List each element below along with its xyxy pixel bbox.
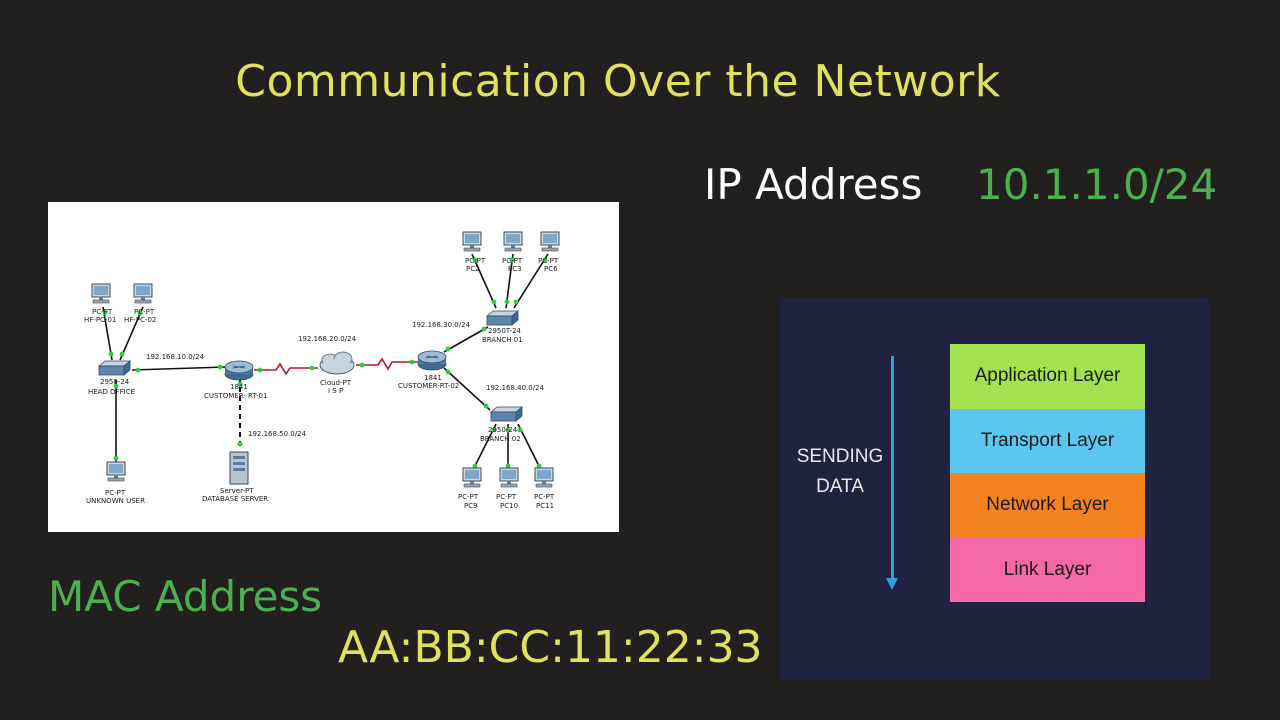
- switch-icon: [486, 310, 519, 326]
- head-office-switch-label: HEAD OFFICE: [88, 388, 135, 396]
- isp-network-label: 192.168.20.0/24: [298, 335, 357, 343]
- application-layer: Application Layer: [950, 344, 1145, 409]
- pc-icon: [534, 467, 554, 488]
- pc11-label: PC11: [536, 502, 554, 510]
- transport-layer: Transport Layer: [950, 408, 1145, 473]
- head-office-switch-model: 2950-24: [100, 378, 130, 386]
- server-type: Server-PT: [220, 487, 254, 495]
- cloud-label: I S P: [328, 387, 343, 395]
- unknown-user-type: PC-PT: [105, 489, 126, 497]
- network-layers-panel: SENDING DATA Application Layer Transport…: [780, 298, 1209, 680]
- page-title: Communication Over the Network: [235, 56, 1001, 107]
- switch-icon: [490, 406, 523, 422]
- mac-address-label: MAC Address: [48, 572, 323, 621]
- router-2-label: CUSTOMER-RT-02: [398, 382, 459, 390]
- unknown-user-label: UNKNOWN USER: [86, 497, 145, 505]
- head-office-network-label: 192.168.10.0/24: [146, 353, 205, 361]
- arrow-head-icon: [886, 578, 898, 590]
- down-arrow-icon: [891, 356, 894, 582]
- hf-pc-01-label: HF-PC-01: [84, 316, 116, 324]
- branch-2-switch-label: BRANCH 02: [480, 435, 521, 443]
- server-icon: [229, 451, 249, 485]
- mac-address-value: AA:BB:CC:11:22:33: [338, 622, 763, 673]
- pc-icon: [540, 231, 560, 252]
- branch-2-switch-model: 2950-24: [488, 426, 518, 434]
- hf-pc-01-type: PC-PT: [92, 308, 113, 316]
- pc9-type: PC-PT: [458, 493, 479, 501]
- pc6-label: PC6: [544, 265, 558, 273]
- ip-address-label: IP Address: [704, 160, 923, 209]
- hf-pc-02-label: HF-PC-02: [124, 316, 156, 324]
- router-2-model: 1841: [424, 374, 442, 382]
- pc2-label: PC2: [466, 265, 480, 273]
- network-layer: Network Layer: [950, 473, 1145, 538]
- pc-icon: [503, 231, 523, 252]
- pc-icon: [499, 467, 519, 488]
- sending-label-line-1: SENDING: [796, 446, 884, 467]
- pc9-label: PC9: [464, 502, 478, 510]
- pc11-type: PC-PT: [534, 493, 555, 501]
- pc2-type: PC-PT: [465, 257, 486, 265]
- pc-icon: [133, 283, 153, 304]
- hf-pc-02-type: PC-PT: [134, 308, 155, 316]
- router-icon: [417, 350, 447, 371]
- server-network-label: 192.168.50.0/24: [248, 430, 307, 438]
- pc-icon: [462, 467, 482, 488]
- pc-icon: [462, 231, 482, 252]
- sending-label-line-2: DATA: [816, 476, 864, 497]
- pc3-type: PC-PT: [502, 257, 523, 265]
- pc10-type: PC-PT: [496, 493, 517, 501]
- server-label: DATABASE SERVER: [202, 495, 268, 503]
- router-1-label: CUSTOMER- RT-01: [204, 392, 267, 400]
- cloud-type: Cloud-PT: [320, 379, 352, 387]
- switch-icon: [98, 360, 131, 376]
- pc3-label: PC3: [508, 265, 522, 273]
- router-icon: [224, 360, 254, 381]
- pc10-label: PC10: [500, 502, 518, 510]
- pc6-type: PC-PT: [538, 257, 559, 265]
- network-topology-diagram: PC-PT HF-PC-01 PC-PT HF-PC-02 2950-24 HE…: [48, 202, 619, 532]
- cloud-icon: [319, 351, 355, 375]
- ip-address-value: 10.1.1.0/24: [976, 160, 1218, 209]
- branch-2-network-label: 192.168.40.0/24: [486, 384, 545, 392]
- link-layer: Link Layer: [950, 537, 1145, 602]
- branch-1-switch-label: BRANCH 01: [482, 336, 523, 344]
- pc-icon: [91, 283, 111, 304]
- branch-1-switch-model: 2950T-24: [488, 327, 521, 335]
- pc-icon: [106, 461, 126, 482]
- router-1-model: 1841: [230, 383, 248, 391]
- layer-stack: Application Layer Transport Layer Networ…: [950, 344, 1145, 602]
- branch-1-network-label: 192.168.30.0/24: [412, 321, 471, 329]
- sending-data-label: SENDING DATA: [794, 442, 886, 502]
